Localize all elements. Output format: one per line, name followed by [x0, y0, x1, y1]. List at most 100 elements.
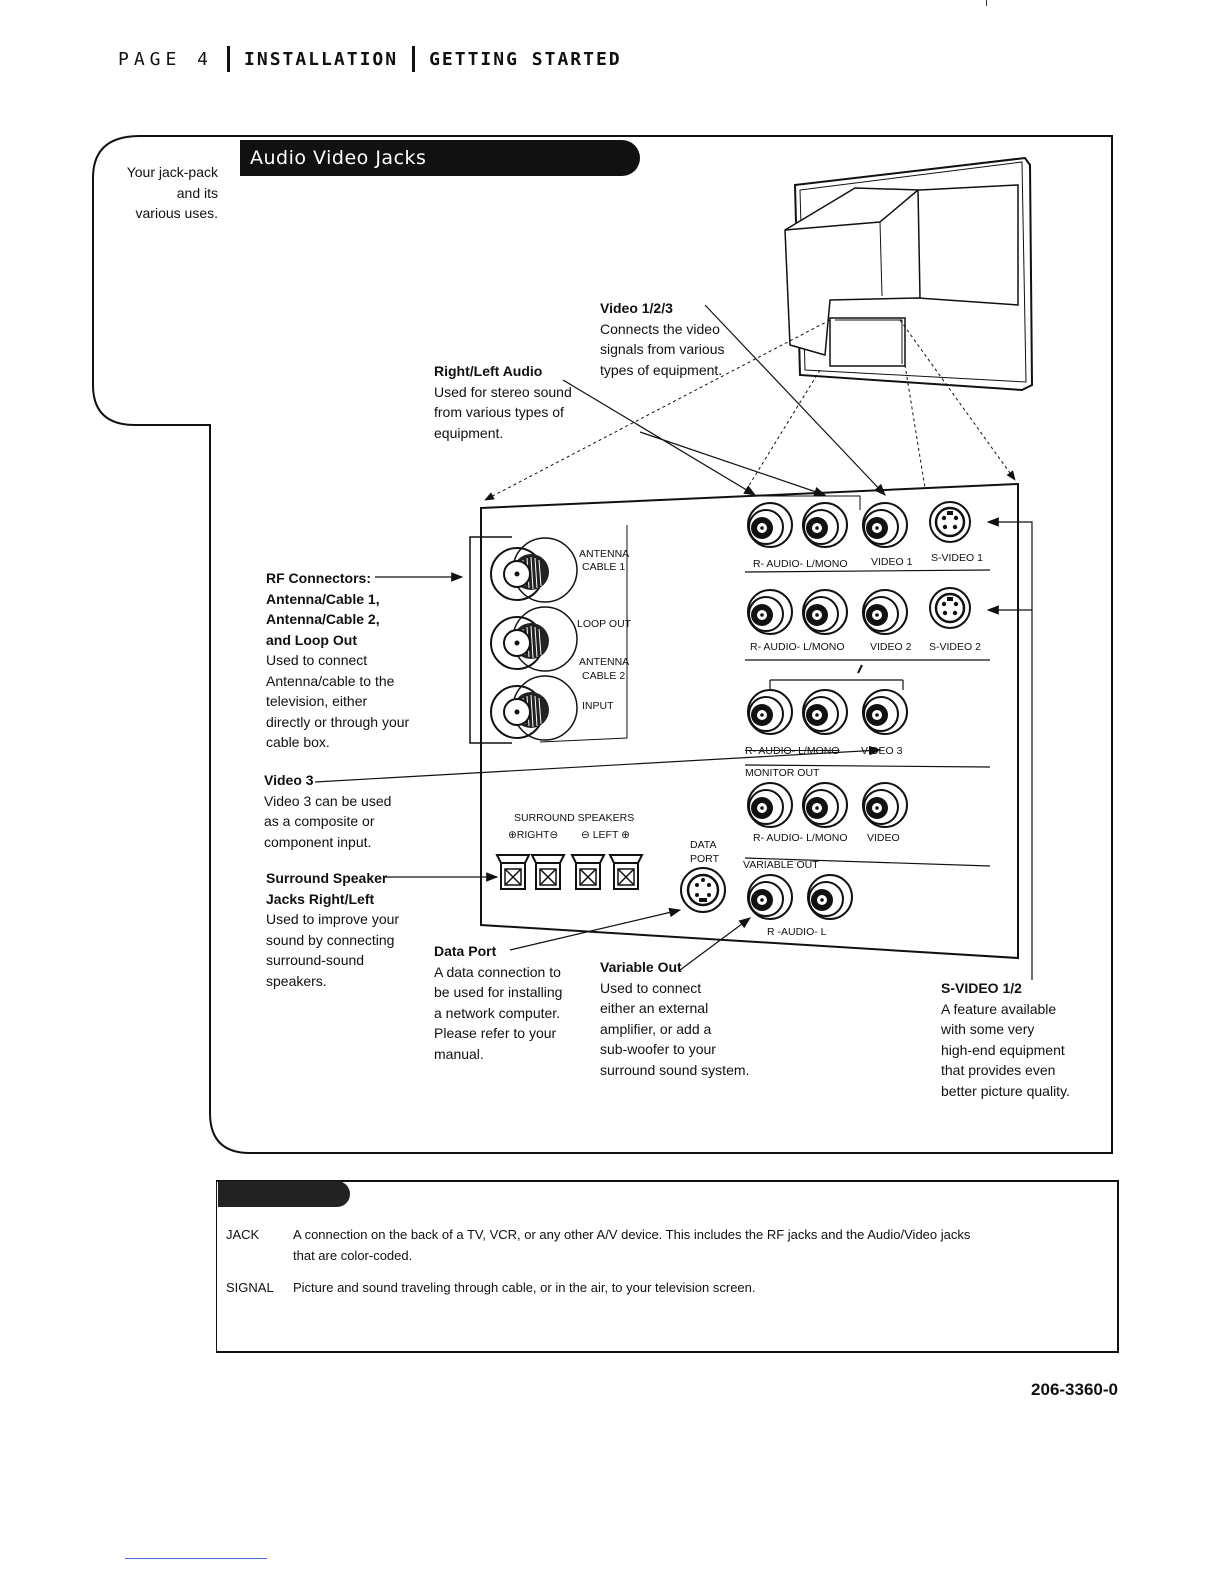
- jack-label: DATA: [690, 839, 717, 851]
- callout-line: Used to improve your: [266, 911, 400, 927]
- glossary-term: JACK: [226, 1227, 260, 1242]
- callout-line: A data connection to: [434, 963, 561, 980]
- scan-artifact-line: [125, 1558, 267, 1559]
- callout-video123: Video 1/2/3 Connects the video signals f…: [600, 298, 725, 380]
- glossary-term: SIGNAL: [226, 1280, 274, 1295]
- jack-label: SURROUND SPEAKERS: [514, 812, 635, 824]
- callout-line: sub-woofer to your: [600, 1041, 716, 1057]
- callout-line: that provides even: [941, 1062, 1056, 1078]
- jack-label: CABLE 2: [582, 670, 626, 682]
- jack-label: CABLE 1: [582, 561, 626, 573]
- jack-label: R -AUDIO- L: [767, 926, 827, 938]
- callout-title: Right/Left Audio: [434, 363, 543, 379]
- callout-title: Surround Speaker: [266, 870, 388, 886]
- part-number: 206-3360-0: [1031, 1380, 1118, 1399]
- section-tab: Audio Video Jacks: [240, 140, 640, 176]
- subsection-title: GETTING STARTED: [429, 48, 622, 70]
- callout-line: high-end equipment: [941, 1041, 1065, 1058]
- callout-title: Data Port: [434, 943, 497, 959]
- jack-label: INPUT: [582, 700, 614, 712]
- jack-label: ANTENNA: [579, 548, 630, 560]
- jack-label: VIDEO 1: [871, 556, 913, 568]
- callout-line: from various types of: [434, 404, 564, 420]
- callout-right-left-audio: Right/Left Audio Used for stereo sound f…: [434, 361, 572, 443]
- callout-line: Connects the video: [600, 320, 720, 337]
- glossary-definition: Picture and sound traveling through cabl…: [293, 1280, 756, 1295]
- crop-mark: [986, 0, 987, 6]
- callout-line: surround-sound: [266, 952, 365, 968]
- jack-label: R- AUDIO- L/MONO: [750, 641, 845, 653]
- glossary-definition: that are color-coded.: [293, 1248, 413, 1263]
- glossary-box: [216, 1180, 1119, 1353]
- jack-label: S-VIDEO 1: [931, 552, 983, 564]
- glossary-definition: A connection on the back of a TV, VCR, o…: [293, 1227, 971, 1242]
- callout-svideo: S-VIDEO 1/2 A feature available with som…: [941, 978, 1070, 1101]
- header-divider: [227, 46, 231, 72]
- callout-line: Used to connect: [600, 979, 702, 996]
- page-header: PAGE 4 INSTALLATION GETTING STARTED: [118, 46, 622, 72]
- jack-label: ANTENNA: [579, 656, 630, 668]
- jack-label: VIDEO 2: [870, 641, 912, 653]
- callout-line: speakers.: [266, 972, 327, 989]
- callout-line: component input.: [264, 833, 372, 850]
- tv-rear-illustration: [484, 156, 1034, 501]
- callout-line: as a composite or: [264, 813, 375, 829]
- jack-label: LOOP OUT: [577, 618, 632, 630]
- callout-title: and Loop Out: [266, 631, 357, 648]
- callout-line: cable box.: [266, 734, 330, 750]
- callout-video3: Video 3 Video 3 can be used as a composi…: [264, 770, 391, 852]
- jack-label: ⊕RIGHT⊖: [508, 829, 559, 841]
- callout-title: Video 1/2/3: [600, 300, 673, 316]
- jack-label: VIDEO 3: [861, 745, 903, 757]
- callout-title: Video 3: [264, 772, 314, 788]
- callout-line: A feature available: [941, 1000, 1057, 1017]
- callout-line: a network computer.: [434, 1004, 561, 1021]
- jack-label: R- AUDIO- L/MONO: [745, 745, 840, 757]
- jack-label: PORT: [690, 853, 719, 865]
- callout-title: RF Connectors:: [266, 570, 371, 586]
- callout-line: sound by connecting: [266, 931, 395, 948]
- callout-title: Antenna/Cable 2,: [266, 611, 380, 627]
- callout-surround-speaker: Surround Speaker Jacks Right/Left Used t…: [266, 868, 399, 991]
- callout-line: with some very: [941, 1021, 1035, 1037]
- callout-title: Variable Out: [600, 959, 682, 975]
- glossary-tab: [218, 1181, 350, 1207]
- callout-line: amplifier, or add a: [600, 1020, 712, 1037]
- jack-label: R- AUDIO- L/MONO: [753, 558, 848, 570]
- page-number: PAGE 4: [118, 48, 214, 70]
- intro-line: Your jack-pack: [126, 164, 218, 180]
- callout-title: S-VIDEO 1/2: [941, 980, 1022, 996]
- callout-line: Antenna/cable to the: [266, 672, 395, 689]
- jack-label: S-VIDEO 2: [929, 641, 981, 653]
- callout-line: Used to connect: [266, 652, 368, 668]
- jack-label: ⊖ LEFT ⊕: [581, 829, 630, 841]
- section-title: INSTALLATION: [244, 48, 399, 70]
- intro-caption: Your jack-pack and its various uses.: [100, 162, 218, 224]
- callout-line: types of equipment.: [600, 361, 723, 378]
- section-tab-title: Audio Video Jacks: [250, 147, 427, 169]
- jack-label: VARIABLE OUT: [743, 859, 819, 871]
- callout-line: television, either: [266, 693, 368, 709]
- jack-label: MONITOR OUT: [745, 767, 820, 779]
- jack-label: R- AUDIO- L/MONO: [753, 832, 848, 844]
- callout-data-port: Data Port A data connection to be used f…: [434, 941, 562, 1064]
- callout-line: Please refer to your: [434, 1025, 557, 1041]
- callout-line: better picture quality.: [941, 1082, 1070, 1099]
- intro-line: various uses.: [135, 205, 218, 221]
- callout-title: Antenna/Cable 1,: [266, 590, 380, 607]
- callout-line: be used for installing: [434, 984, 563, 1000]
- callout-title: Jacks Right/Left: [266, 890, 375, 907]
- header-divider: [412, 46, 416, 72]
- callout-line: Used for stereo sound: [434, 383, 572, 400]
- callout-line: Video 3 can be used: [264, 792, 392, 809]
- intro-line: and its: [176, 184, 218, 201]
- callout-line: directly or through your: [266, 713, 410, 730]
- jack-label: VIDEO: [867, 832, 900, 844]
- callout-line: equipment.: [434, 424, 504, 441]
- callout-line: manual.: [434, 1045, 484, 1062]
- callout-line: signals from various: [600, 341, 725, 357]
- callout-line: surround sound system.: [600, 1061, 750, 1078]
- callout-variable-out: Variable Out Used to connect either an e…: [600, 957, 749, 1080]
